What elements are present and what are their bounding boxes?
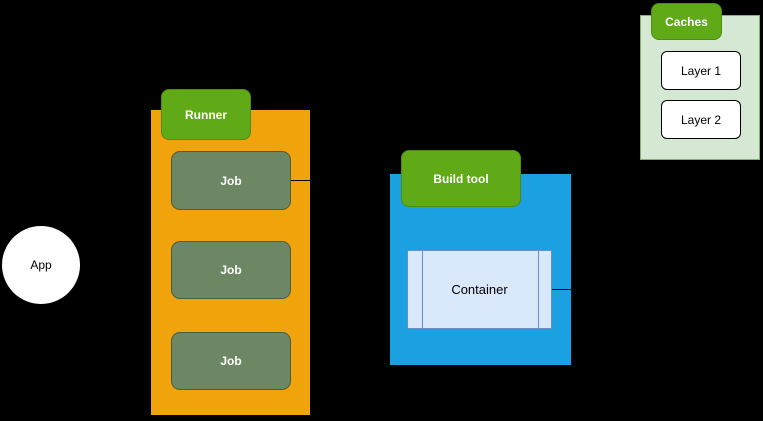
job-node-2: Job bbox=[171, 241, 291, 299]
cache-layer-node-1: Layer 1 bbox=[661, 51, 741, 90]
container-left-bar bbox=[422, 250, 423, 329]
caches-label: Caches bbox=[665, 14, 708, 29]
container-label: Container bbox=[451, 282, 508, 297]
job-node-1: Job bbox=[171, 151, 291, 210]
job-label-1: Job bbox=[220, 173, 242, 188]
container-right-bar bbox=[538, 250, 539, 329]
cache-layer-label-2: Layer 2 bbox=[680, 112, 722, 127]
runner-title-badge: Runner bbox=[161, 89, 251, 140]
cache-layer-node-2: Layer 2 bbox=[661, 100, 741, 139]
build-tool-title-badge: Build tool bbox=[401, 150, 521, 207]
job-label-3: Job bbox=[220, 354, 242, 368]
app-label: App bbox=[30, 258, 52, 272]
build-tool-label: Build tool bbox=[433, 171, 489, 186]
job-node-3: Job bbox=[171, 332, 291, 390]
job-connector-line bbox=[291, 180, 312, 181]
runner-label: Runner bbox=[185, 107, 227, 122]
app-node: App bbox=[2, 226, 80, 304]
container-node: Container bbox=[407, 250, 552, 329]
cache-layer-label-1: Layer 1 bbox=[680, 63, 722, 78]
container-connector-line bbox=[552, 289, 573, 290]
job-label-2: Job bbox=[220, 263, 242, 277]
caches-title-badge: Caches bbox=[651, 3, 722, 40]
